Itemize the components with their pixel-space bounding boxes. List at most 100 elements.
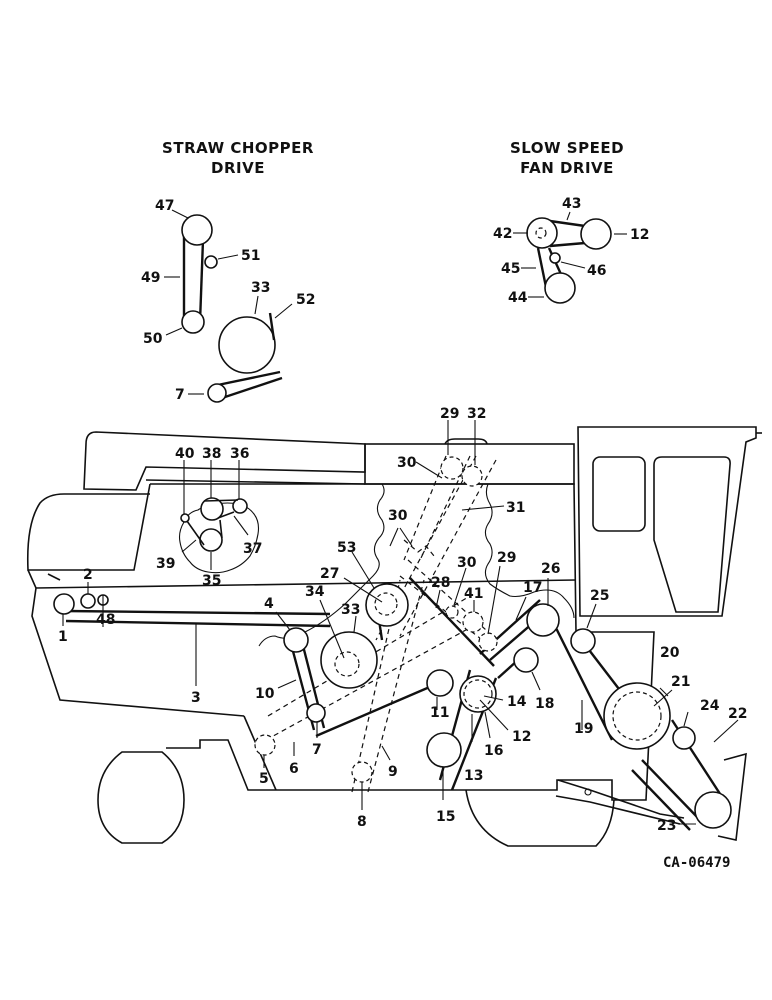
fan-drive-title-line2: FAN DRIVE [520, 159, 614, 177]
pulley-12-inset [580, 218, 612, 250]
callout-37: 37 [243, 541, 262, 557]
pulley-7-inset [207, 383, 227, 403]
callout-34: 34 [305, 584, 325, 600]
callout-46: 46 [587, 263, 606, 279]
reference-code: CA-06479 [663, 855, 730, 871]
callout-33-inset: 33 [251, 280, 270, 296]
callout-29-lower: 29 [497, 550, 516, 566]
callout-1: 1 [58, 629, 68, 645]
callout-20: 20 [660, 645, 680, 661]
callout-17: 17 [523, 580, 542, 596]
callout-40: 40 [175, 446, 195, 462]
callout-7-inset: 7 [175, 387, 185, 403]
rear-shield [717, 752, 747, 841]
belt-49-right [198, 239, 205, 323]
straw-chopper-title-line2: DRIVE [211, 159, 265, 177]
drive-components [53, 455, 732, 831]
callout-47: 47 [155, 198, 174, 214]
callout-11: 11 [430, 705, 449, 721]
callout-23: 23 [657, 818, 676, 834]
callout-19: 19 [574, 721, 593, 737]
callout-25: 25 [590, 588, 609, 604]
callout-3: 3 [191, 690, 201, 706]
callout-4: 4 [264, 596, 274, 612]
left-front-panel [26, 483, 151, 571]
slow-speed-fan-inset: SLOW SPEED FAN DRIVE 43 42 12 45 46 44 [493, 139, 649, 306]
pulley-50 [181, 310, 205, 334]
pulley-35 [199, 528, 223, 552]
pulley-25 [570, 628, 596, 654]
callout-26: 26 [541, 561, 560, 577]
callout-31: 31 [506, 500, 525, 516]
callout-14: 14 [507, 694, 527, 710]
callout-53: 53 [337, 540, 356, 556]
callout-24: 24 [700, 698, 720, 714]
callout-13: 13 [464, 768, 483, 784]
pulley-4 [283, 627, 309, 653]
idler-46 [549, 252, 561, 264]
grain-tank-hood [83, 431, 366, 491]
straw-chopper-inset: STRAW CHOPPER DRIVE 47 51 49 33 52 50 7 [141, 139, 315, 403]
pulley-7 [306, 703, 326, 723]
callout-30-middle: 30 [388, 508, 408, 524]
pulley-2 [80, 593, 96, 609]
callout-7: 7 [312, 742, 322, 758]
pulley-41 [462, 611, 484, 633]
callout-43: 43 [562, 196, 581, 212]
callout-30-lower: 30 [457, 555, 477, 571]
belt-19 [550, 619, 614, 741]
pulley-38 [200, 497, 224, 521]
pulley-32 [461, 465, 483, 487]
pulley-30-lower [445, 605, 459, 619]
belt-52 [268, 312, 276, 341]
pulley-29-upper [440, 456, 464, 480]
pulley-15 [426, 732, 462, 768]
callout-41: 41 [464, 586, 483, 602]
callout-39: 39 [156, 556, 175, 572]
callout-30-upper: 30 [397, 455, 417, 471]
pulley-47 [181, 214, 213, 246]
belt-43-bottom [549, 241, 586, 248]
pulley-26 [526, 603, 560, 637]
pulley-24 [672, 726, 696, 750]
callout-45: 45 [501, 261, 520, 277]
callout-10: 10 [255, 686, 275, 702]
callout-42: 42 [493, 226, 512, 242]
pulley-14 [463, 679, 493, 709]
belt-to-7-upper [212, 370, 281, 388]
main-callouts: 1 2 48 3 4 10 5 6 7 8 9 11 12 13 14 15 1… [58, 406, 747, 834]
fan-drive-title-line1: SLOW SPEED [510, 139, 624, 157]
pulley-29-lower [478, 632, 498, 652]
rear-wheel [465, 789, 615, 847]
pulley-1 [53, 593, 75, 615]
pulley-42-hub [535, 227, 547, 239]
callout-22: 22 [728, 706, 747, 722]
callout-27: 27 [320, 566, 339, 582]
callout-6: 6 [289, 761, 299, 777]
pulley-34 [334, 651, 360, 677]
front-wheel [97, 751, 185, 844]
pulley-11 [426, 669, 454, 697]
callout-51: 51 [241, 248, 260, 264]
callout-12: 12 [512, 729, 531, 745]
idler-51 [204, 255, 218, 269]
callout-12-inset: 12 [630, 227, 649, 243]
pulley-40 [180, 513, 190, 523]
cab-window-right [653, 456, 731, 613]
callout-50: 50 [143, 331, 163, 347]
callout-48: 48 [96, 612, 115, 628]
callout-36: 36 [230, 446, 249, 462]
callout-29-upper: 29 [440, 406, 459, 422]
callout-15: 15 [436, 809, 455, 825]
callout-28: 28 [431, 575, 450, 591]
callout-49: 49 [141, 270, 160, 286]
callout-35: 35 [202, 573, 221, 589]
cab-window-left [592, 456, 646, 532]
pulley-33-inset [218, 316, 276, 374]
pulley-36 [232, 498, 248, 514]
callout-16: 16 [484, 743, 503, 759]
pulley-27 [374, 592, 398, 616]
pulley-21 [612, 691, 662, 741]
callout-38: 38 [202, 446, 221, 462]
